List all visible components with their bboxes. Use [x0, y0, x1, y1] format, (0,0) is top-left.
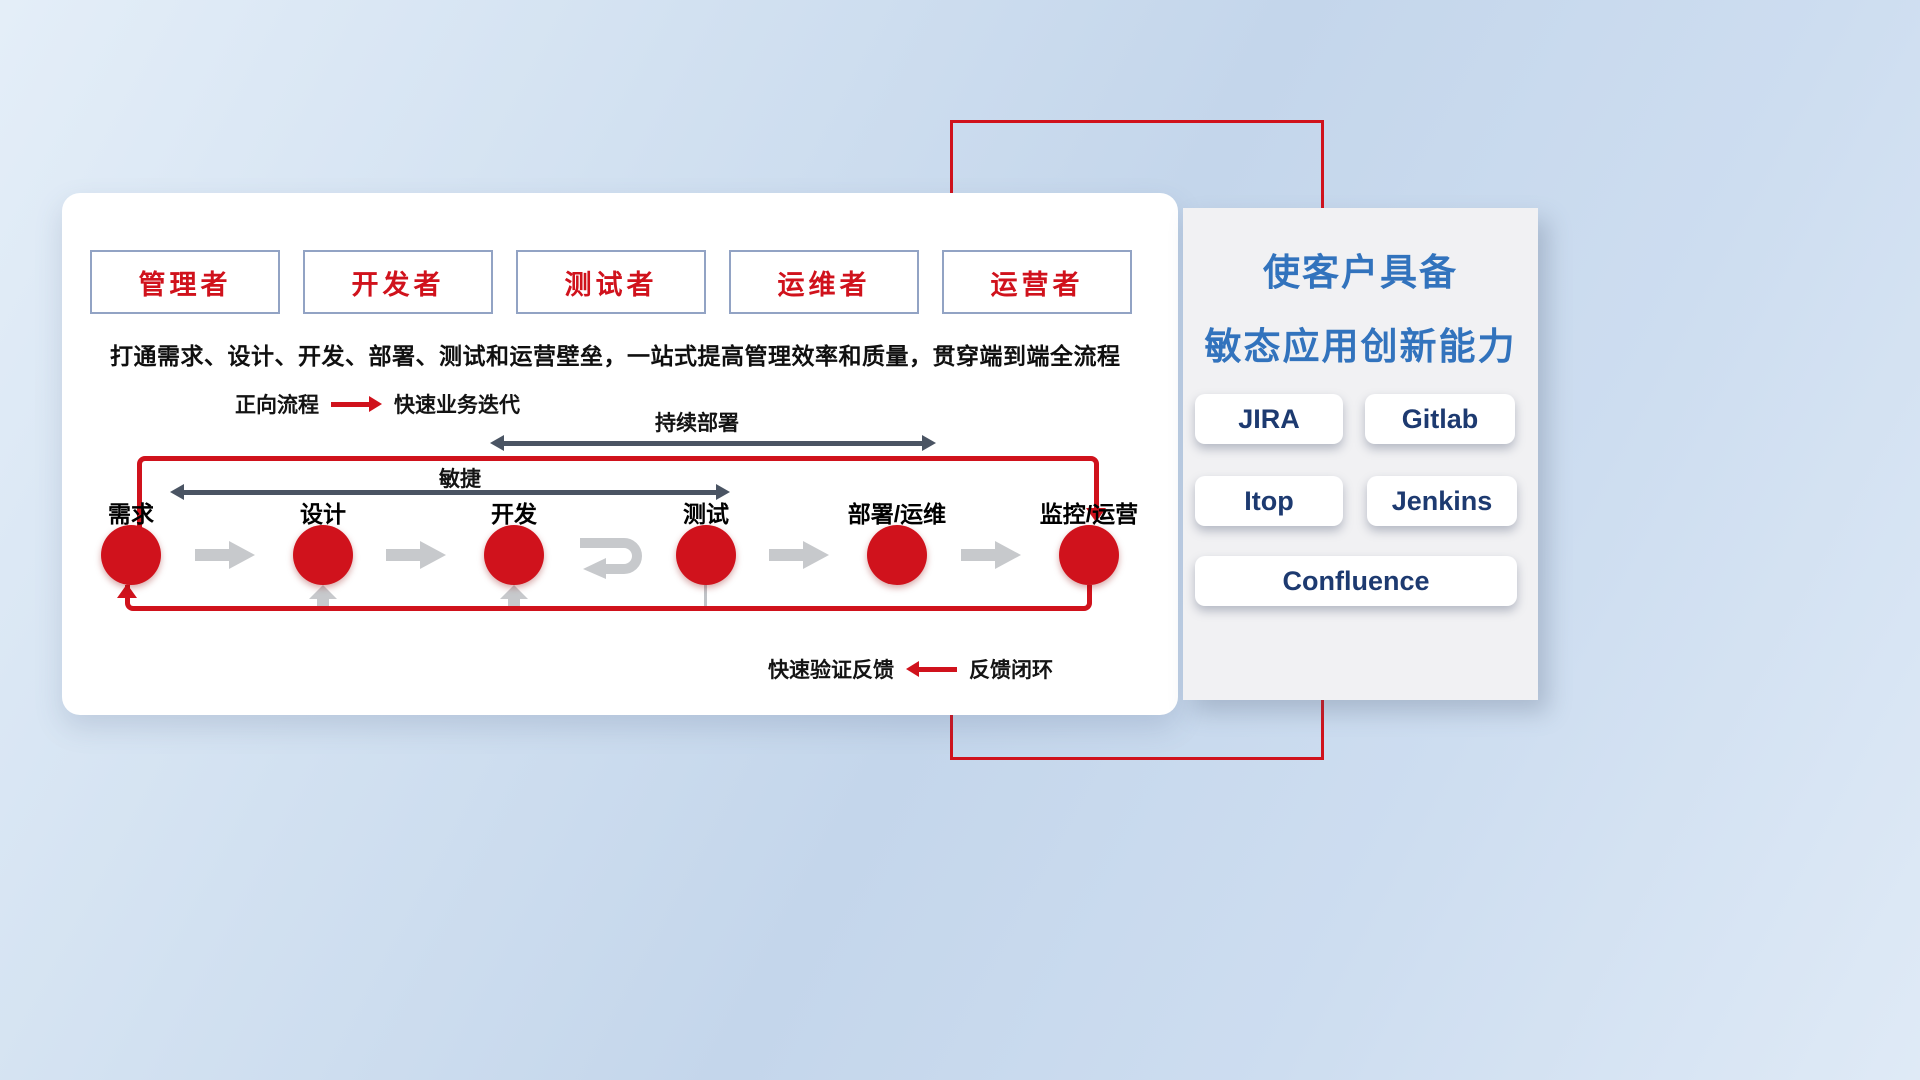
- role-box-business-operator: 运营者: [942, 250, 1132, 314]
- legend-feedback-value: 反馈闭环: [969, 659, 1053, 682]
- tool-badge-jira: JIRA: [1195, 394, 1343, 444]
- testing-feedback-line: [704, 585, 707, 610]
- role-box-developer: 开发者: [303, 250, 493, 314]
- tool-badge-confluence: Confluence: [1195, 556, 1517, 606]
- stage-label-deploy-ops: 部署/运维: [847, 501, 947, 527]
- stage-label-design: 设计: [300, 501, 346, 527]
- legend-forward-value: 快速业务迭代: [394, 394, 520, 417]
- feedback-loop-line: [125, 585, 1092, 611]
- tool-badge-itop: Itop: [1195, 476, 1343, 526]
- flow-arrow-icon: [386, 541, 446, 569]
- stage-circle-development: [484, 525, 544, 585]
- stage-label-development: 开发: [491, 501, 537, 527]
- feedback-up-arrow-icon: [500, 585, 528, 611]
- forward-loop-line: [137, 456, 1099, 511]
- capability-panel: 使客户具备 敏态应用创新能力 JIRA Gitlab Itop Jenkins …: [1183, 208, 1538, 700]
- agile-span-arrow-icon: [170, 484, 730, 500]
- legend-forward: 正向流程 快速业务迭代: [235, 389, 520, 419]
- stage-circle-design: [293, 525, 353, 585]
- stage-circle-requirements: [101, 525, 161, 585]
- flow-arrow-icon: [961, 541, 1021, 569]
- feedback-arrow-icon: [906, 661, 957, 677]
- card-subtitle: 打通需求、设计、开发、部署、测试和运营壁垒，一站式提高管理效率和质量，贯穿端到端…: [110, 343, 1121, 369]
- continuous-deployment-span-arrow-icon: [490, 435, 936, 451]
- role-label: 测试者: [564, 269, 658, 300]
- legend-forward-label: 正向流程: [235, 394, 319, 417]
- panel-title-line2: 敏态应用创新能力: [1204, 326, 1517, 367]
- stage-label-requirements: 需求: [108, 501, 154, 527]
- role-box-tester: 测试者: [516, 250, 706, 314]
- continuous-deployment-label: 持续部署: [655, 412, 739, 435]
- agile-label: 敏捷: [439, 468, 481, 491]
- flow-arrow-icon: [195, 541, 255, 569]
- tool-badge-gitlab: Gitlab: [1365, 394, 1515, 444]
- legend-feedback: 快速验证反馈 反馈闭环: [768, 654, 1053, 684]
- stage-circle-testing: [676, 525, 736, 585]
- loop-arrow-down-icon: [1086, 508, 1106, 522]
- role-label: 运维者: [777, 269, 871, 300]
- stage-circle-monitor-ops: [1059, 525, 1119, 585]
- stage-label-monitor-ops: 监控/运营: [1039, 501, 1139, 527]
- panel-title-line1: 使客户具备: [1263, 252, 1458, 293]
- role-box-manager: 管理者: [90, 250, 280, 314]
- legend-feedback-label: 快速验证反馈: [768, 659, 894, 682]
- role-label: 管理者: [138, 269, 232, 300]
- devops-flow-card: 管理者 开发者 测试者 运维者 运营者 打通需求、设计、开发、部署、测试和运营壁…: [62, 193, 1178, 715]
- stage-circle-deploy-ops: [867, 525, 927, 585]
- feedback-up-arrow-icon: [309, 585, 337, 611]
- forward-arrow-icon: [331, 396, 382, 412]
- forward-loop-left-segment: [137, 506, 142, 528]
- loop-arrow-up-icon: [117, 584, 137, 598]
- flow-arrow-icon: [769, 541, 829, 569]
- role-label: 运营者: [990, 269, 1084, 300]
- iteration-loop-icon: [580, 538, 642, 579]
- tool-badge-jenkins: Jenkins: [1367, 476, 1517, 526]
- role-label: 开发者: [351, 269, 445, 300]
- stage-label-testing: 测试: [683, 501, 729, 527]
- role-box-operations: 运维者: [729, 250, 919, 314]
- roles-row: 管理者 开发者 测试者 运维者 运营者: [90, 250, 1132, 314]
